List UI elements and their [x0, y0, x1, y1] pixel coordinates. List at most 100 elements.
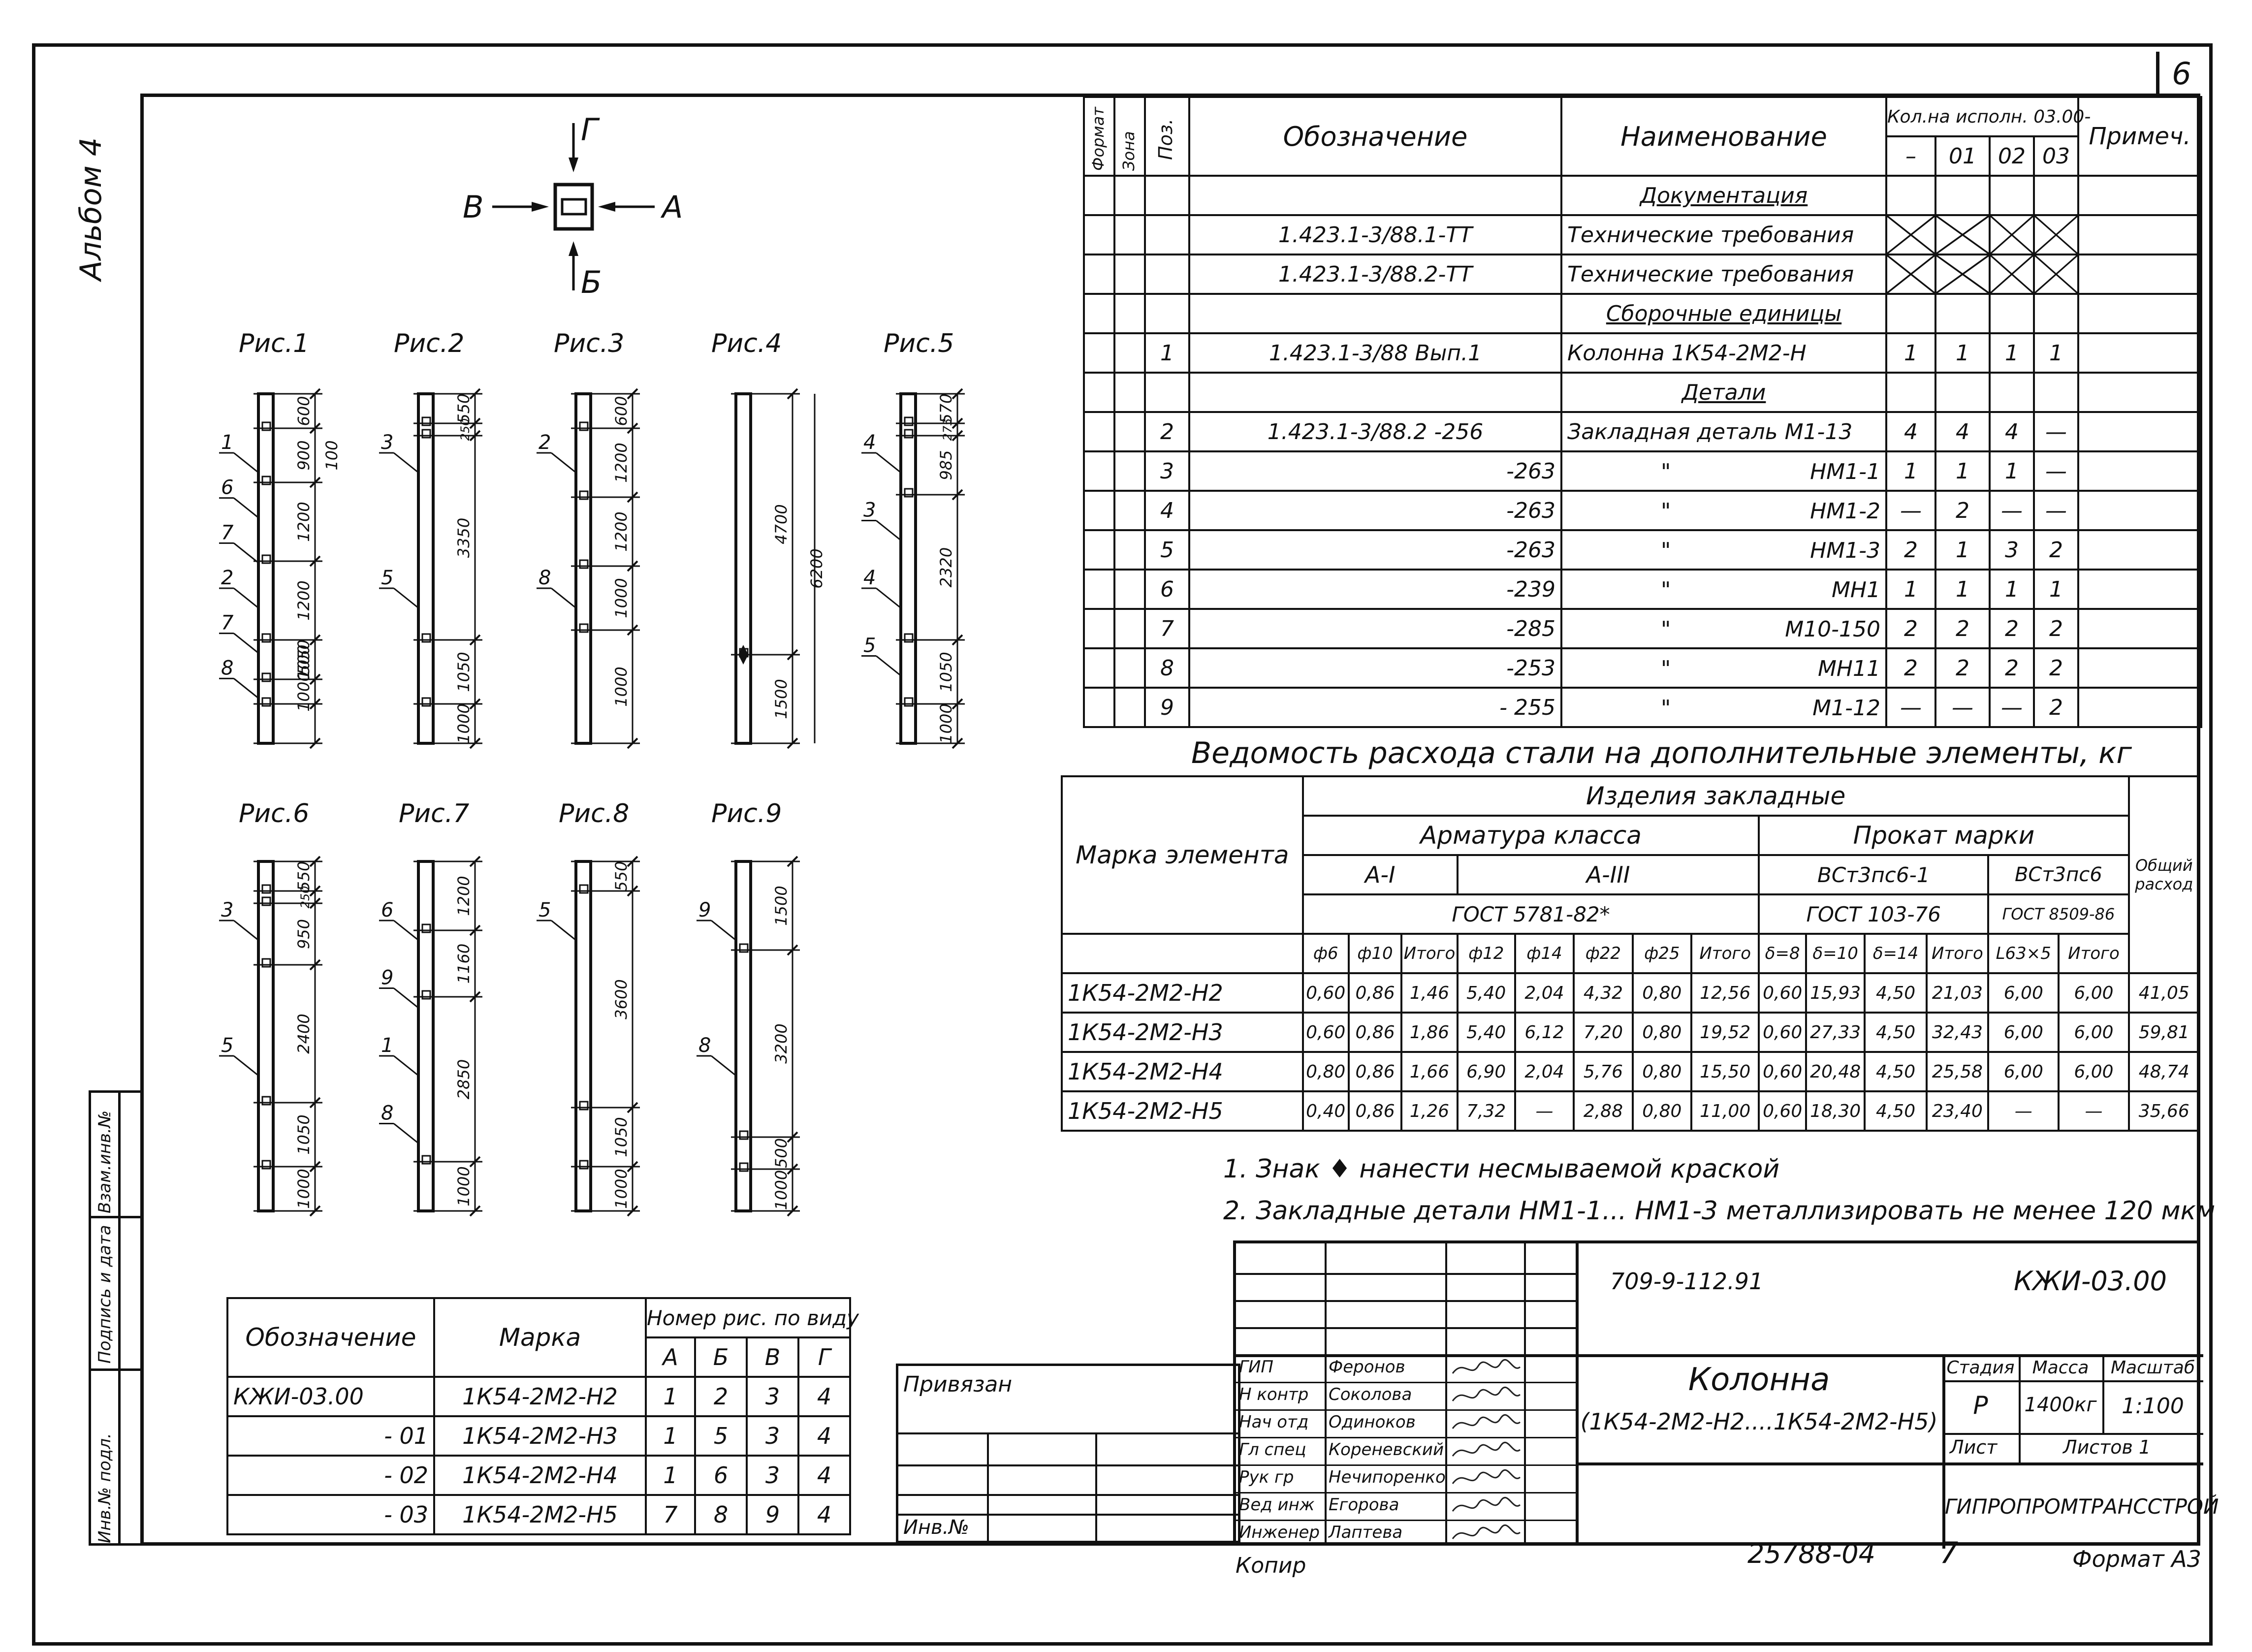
steel-value: —: [1987, 1090, 2060, 1132]
embedded-part: [421, 923, 431, 933]
dimension-value: 950: [294, 919, 313, 949]
leader-line: [711, 1055, 736, 1077]
dimension-value: 1200: [612, 511, 631, 551]
dimension-value: 985: [937, 450, 955, 480]
dimension-tick: [787, 649, 798, 661]
person-role: Н контр: [1239, 1385, 1309, 1404]
steel-total: 59,81: [2127, 1012, 2201, 1053]
dimension-tick: [952, 430, 963, 442]
dimension-tick: [469, 737, 481, 749]
dimension-tick: [469, 634, 481, 646]
steel-value: 0,80: [1631, 1090, 1693, 1132]
steel-value: 0,40: [1301, 1090, 1350, 1132]
steel-value: 6,90: [1456, 1051, 1516, 1092]
dimension-tick: [469, 388, 481, 400]
dimension-value: 1000: [454, 703, 473, 743]
dimension-value: 1050: [294, 639, 313, 679]
leader-line: [233, 678, 259, 699]
steel-value: 0,60: [1758, 1051, 1807, 1092]
leader-line: [393, 987, 419, 1009]
steel-col-header: ф22: [1573, 933, 1634, 974]
signature: [1452, 1386, 1521, 1401]
sheet-header: Лист: [1950, 1436, 1998, 1458]
dimension-value: 1000: [294, 1169, 313, 1208]
cross-mark: [2034, 215, 2078, 254]
callout-number: 1: [381, 1034, 393, 1057]
hdr-format: Формат: [1089, 107, 1108, 171]
dimension-tick: [309, 1097, 321, 1109]
title-subname: (1К54-2М2-Н2....1К54-2М2-Н5): [1580, 1408, 1938, 1435]
steel-col-header: L63×5: [1987, 933, 2060, 974]
dimension-tick: [309, 673, 321, 685]
embedded-part: [421, 1155, 431, 1165]
sheets-header: Листов 1: [2063, 1436, 2151, 1458]
variant-fig: 5: [694, 1415, 748, 1457]
steel-value: 0,80: [1631, 972, 1693, 1014]
dimension-value: 550: [454, 393, 473, 423]
steel-col-header: δ=14: [1864, 933, 1928, 974]
steel-value: 6,00: [2058, 972, 2130, 1014]
steel-col-header: ф14: [1514, 933, 1575, 974]
spec-assembly-row: 1 1.423.1-3/88 Вып.1 Колонна 1К54-2М2-Н …: [1083, 332, 2203, 374]
callout-number: 2: [221, 567, 233, 589]
steel-col-header: ф25: [1631, 933, 1693, 974]
detail-name-cell: "МН1: [1560, 569, 1887, 610]
embedded-part: [261, 633, 271, 643]
detail-name: НМ1-1: [1810, 459, 1880, 484]
steel-value: 21,03: [1925, 972, 1990, 1014]
caption-fig8: Рис.8: [559, 799, 629, 828]
callout-number: 8: [698, 1034, 711, 1057]
steel-value: 2,88: [1573, 1090, 1634, 1132]
hdr-pos-cell: Поз.: [1144, 96, 1190, 177]
steel-value: 1,66: [1400, 1051, 1459, 1092]
embedded-part: [421, 633, 431, 643]
dimension-tick: [309, 1205, 321, 1217]
detail-name: НМ1-3: [1810, 538, 1880, 563]
detail-qty: 2: [1989, 608, 2035, 649]
detail-name-cell: "НМ1-3: [1560, 529, 1887, 571]
leader-line: [233, 497, 259, 518]
detail-qty: 2: [1885, 529, 1936, 571]
dimension-value: 1000: [937, 703, 955, 743]
detail-ditto: ": [1661, 656, 1671, 681]
detail-qty: —: [2032, 411, 2080, 452]
callout-number: 9: [381, 967, 393, 989]
dimension-tick: [952, 388, 963, 400]
callout-number: 6: [221, 477, 233, 499]
variants-table: Обозначение Марка Номер рис. по виду А Б…: [226, 1297, 859, 1535]
dimension-tick: [627, 885, 638, 897]
detail-designation: -239: [1188, 569, 1562, 610]
variant-mark: 1К54-2М2-Н3: [433, 1415, 647, 1457]
dimension-value: 1000: [454, 1166, 473, 1206]
steel-value: 15,93: [1805, 972, 1866, 1014]
binding-inv: Инв.№: [903, 1516, 969, 1539]
dimension-value: 550: [612, 861, 631, 891]
doc-name: Технические требования: [1560, 254, 1887, 295]
embedded-part: [261, 421, 271, 431]
detail-qty: 4: [1989, 411, 2035, 452]
person-name: Нечипоренко: [1329, 1467, 1446, 1487]
steel-value: 6,12: [1514, 1012, 1575, 1053]
detail-name: НМ1-2: [1810, 499, 1880, 524]
hdr-designation: Обозначение: [1188, 96, 1562, 177]
variant-mark: 1К54-2М2-Н5: [433, 1494, 647, 1535]
callout-number: 2: [539, 431, 551, 454]
dimension-tick: [952, 634, 963, 646]
embedded-part: [904, 633, 914, 643]
detail-pos: 4: [1144, 490, 1190, 531]
dimension-tick: [309, 477, 321, 488]
variant-fig: 9: [746, 1494, 799, 1535]
dimension-tick: [469, 1156, 481, 1168]
dimension-tick: [627, 388, 638, 400]
steel-hdr-rolled: Прокат марки: [1758, 815, 2130, 856]
section-details: Детали: [1681, 380, 1766, 405]
outer-border: [32, 43, 2213, 1646]
dimension-value: 600: [294, 396, 313, 426]
detail-designation: -263: [1188, 529, 1562, 571]
detail-pos: 7: [1144, 608, 1190, 649]
